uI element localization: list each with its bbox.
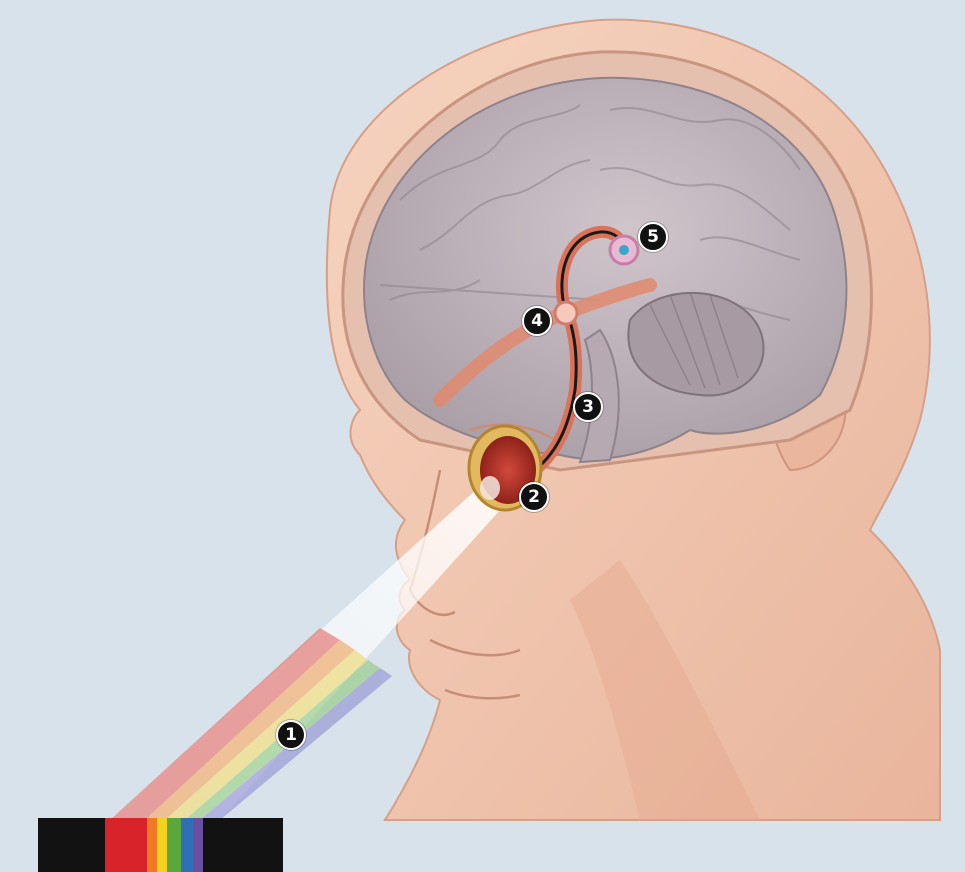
- marker-3: 3: [573, 392, 603, 422]
- marker-5: 5: [638, 222, 668, 252]
- marker-4: 4: [522, 306, 552, 336]
- relay-center: [555, 302, 577, 324]
- spectrum-bar: [38, 818, 283, 872]
- marker-1: 1: [276, 720, 306, 750]
- pineal-gland: [610, 236, 638, 264]
- marker-2: 2: [519, 482, 549, 512]
